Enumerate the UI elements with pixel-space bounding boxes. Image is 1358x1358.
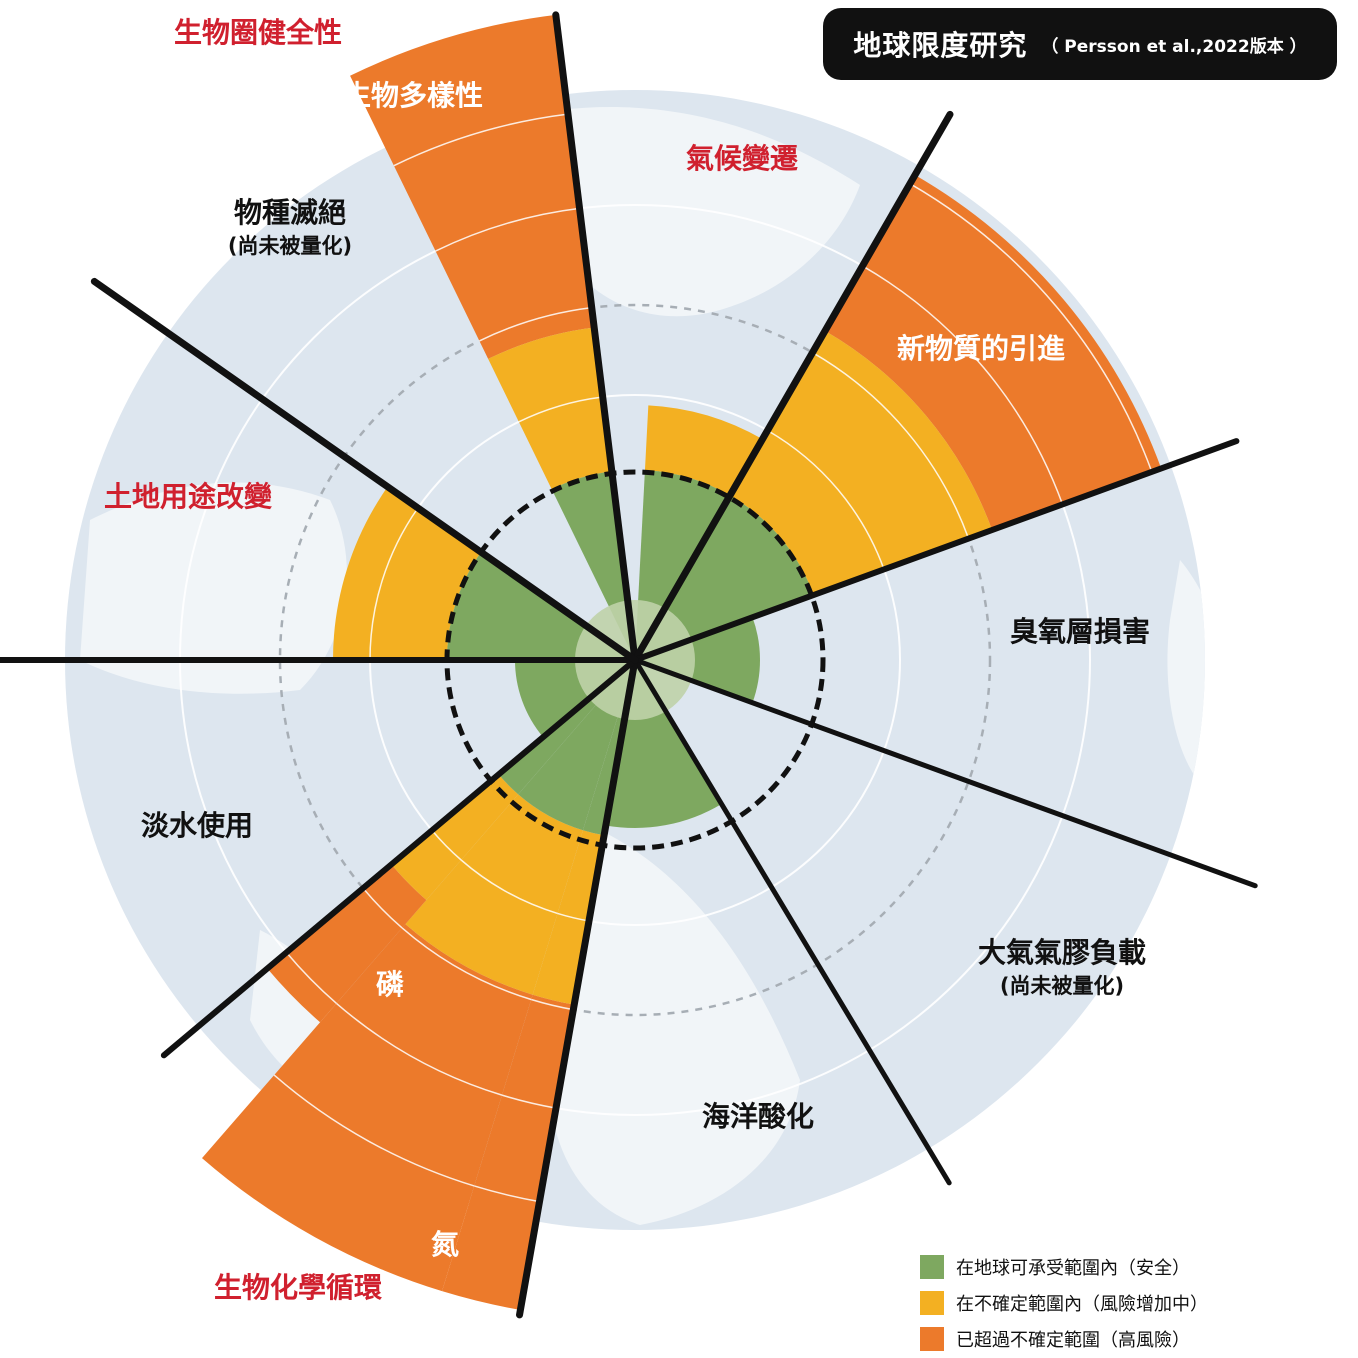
legend-swatch-high-risk	[920, 1327, 944, 1351]
band-divider	[862, 265, 1064, 505]
band-divider	[812, 351, 970, 539]
separator-line	[160, 657, 638, 1059]
subtitle: （ Persson et al.,2022版本 ）	[1041, 36, 1307, 57]
separator-line	[632, 657, 1258, 889]
band-divider	[518, 396, 603, 423]
boundary-wedges	[202, 14, 1162, 1310]
legend-item-increasing-risk: 在不確定範圍內（風險增加中）	[920, 1290, 1340, 1316]
legend-swatch-safe	[920, 1255, 944, 1279]
category-label-biogeo: 生物化學循環	[214, 1271, 383, 1304]
wedge-nitrogen-b-high-risk	[202, 924, 533, 1292]
wedge-climate-increasing-risk	[644, 405, 763, 496]
title-box: 地球限度研究 （ Persson et al.,2022版本 ）	[823, 8, 1337, 80]
boundary-label-biodiversity: 生物多樣性	[343, 79, 483, 112]
boundary-label-ozone: 臭氧層損害	[1010, 615, 1150, 648]
boundary-label-novel: 新物質的引進	[897, 332, 1065, 365]
separator-line	[631, 110, 954, 664]
wedge-nitrogen-high-risk	[442, 994, 575, 1310]
band-divider	[909, 183, 1153, 473]
band-divider	[369, 507, 419, 661]
wedge-phosphorus-high-risk	[267, 864, 427, 1023]
boundary-label-aerosol: 大氣氣膠負載	[978, 936, 1146, 969]
boundary-label-ocean: 海洋酸化	[702, 1100, 814, 1133]
legend-item-high-risk: 已超過不確定範圍（高風險）	[920, 1326, 1340, 1352]
separator-line	[90, 277, 639, 664]
legend-label: 在不確定範圍內（風險增加中）	[956, 1294, 1208, 1315]
category-separators	[0, 11, 1258, 1319]
boundary-note-aerosol: (尚未被量化)	[1000, 974, 1124, 998]
legend: 在地球可承受範圍內（安全） 在不確定範圍內（風險增加中） 已超過不確定範圍（高風…	[920, 1254, 1340, 1358]
separator-line	[632, 657, 952, 1186]
separator-line	[552, 11, 639, 664]
wedge-biodiversity-high-risk	[350, 14, 595, 359]
legend-item-safe: 在地球可承受範圍內（安全）	[920, 1254, 1340, 1280]
category-label-biosphere: 生物圈健全性	[174, 16, 342, 49]
legend-label: 已超過不確定範圍（高風險）	[956, 1330, 1190, 1351]
legend-swatch-increasing-risk	[920, 1291, 944, 1315]
band-divider	[435, 207, 580, 252]
wedge-phosphorus-increasing-risk	[391, 774, 519, 900]
category-label-climate: 氣候變遷	[686, 142, 798, 175]
wedge-novel-safe	[635, 495, 814, 660]
wedge-nitrogen-increasing-risk	[532, 830, 605, 1005]
wedge-ozone-safe	[635, 617, 760, 703]
separator-line	[632, 438, 1240, 663]
legend-label: 在地球可承受範圍內（安全）	[956, 1258, 1190, 1279]
separator-line	[516, 656, 639, 1319]
band-divider	[479, 306, 592, 342]
category-label-land: 土地用途改變	[104, 480, 273, 513]
boundary-label-nitrogen: 氮	[431, 1228, 459, 1261]
band-divider	[767, 429, 885, 570]
wedge-ozone	[635, 617, 760, 703]
band-divider	[273, 1074, 475, 1187]
boundary-note-extinction: (尚未被量化)	[228, 234, 352, 258]
wedge-novel	[635, 175, 1162, 660]
boundary-label-water: 淡水使用	[141, 809, 253, 842]
band-divider	[401, 927, 532, 1001]
band-divider	[460, 859, 558, 915]
wedge-nitrogen-b-increasing-risk	[405, 794, 583, 995]
boundary-label-phosphorus: 磷	[376, 968, 404, 1001]
wedge-novel-increasing-risk	[730, 330, 993, 596]
wedge-novel-high-risk	[825, 175, 1162, 531]
boundary-label-extinction: 物種滅絕	[234, 196, 346, 229]
title: 地球限度研究	[853, 29, 1028, 62]
band-divider	[336, 1002, 503, 1096]
band-divider	[393, 113, 569, 167]
